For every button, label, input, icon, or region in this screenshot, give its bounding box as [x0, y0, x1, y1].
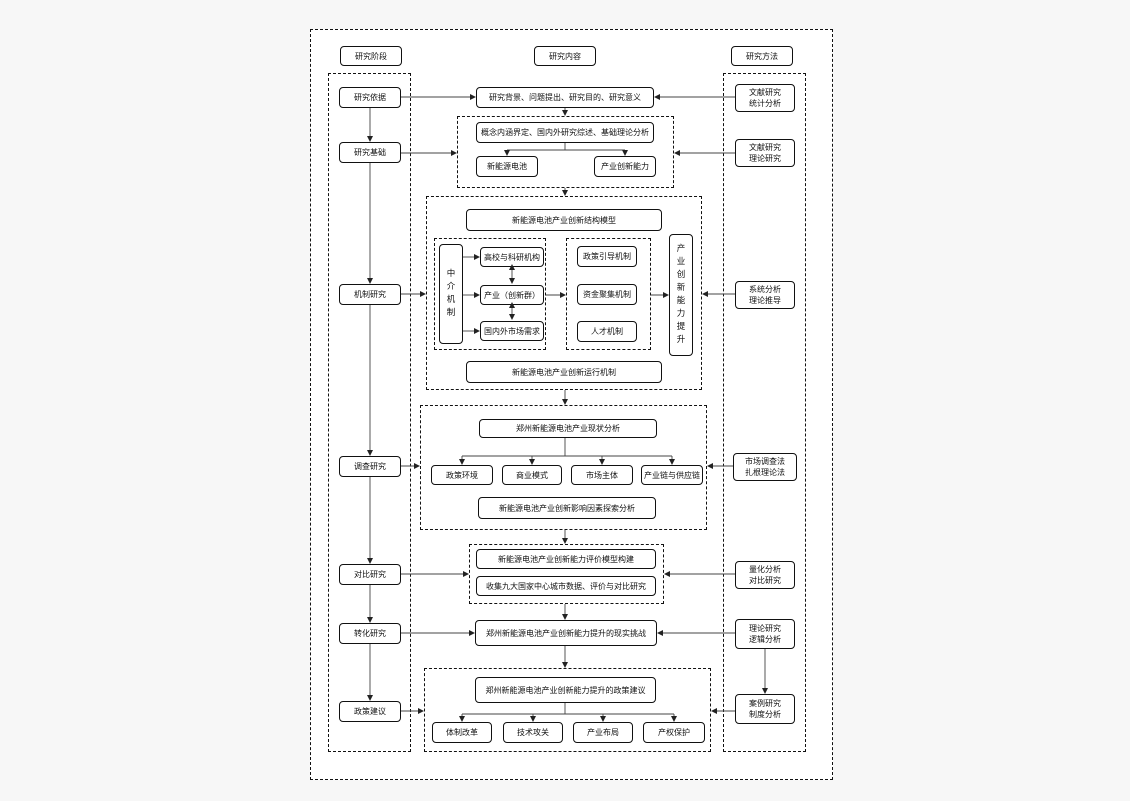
method-case-institution: 案例研究 制度分析 [735, 694, 795, 724]
market-demand-box: 国内外市场需求 [480, 321, 544, 341]
operation-box: 新能源电池产业创新运行机制 [466, 361, 662, 383]
stage-policy: 政策建议 [339, 701, 401, 722]
stage-basis: 研究依据 [339, 87, 401, 108]
tech-box: 技术攻关 [503, 722, 563, 743]
supply-chain-box: 产业链与供应链 [641, 465, 703, 485]
status-box: 郑州新能源电池产业现状分析 [479, 419, 657, 438]
nine-cities-box: 收集九大国家中心城市数据、评价与对比研究 [476, 576, 656, 596]
policy-advice-box: 郑州新能源电池产业创新能力提升的政策建议 [475, 677, 656, 703]
intermediary-box: 中 介 机 制 [439, 244, 463, 344]
header-stage: 研究阶段 [340, 46, 402, 66]
capital-box: 资金聚集机制 [577, 284, 637, 305]
stage-column [328, 73, 411, 752]
universities-box: 高校与科研机构 [480, 247, 544, 267]
foundation-group [457, 116, 674, 188]
support-group [566, 238, 651, 350]
policy-guidance-box: 政策引导机制 [577, 246, 637, 267]
eval-model-box: 新能源电池产业创新能力评价模型构建 [476, 549, 656, 569]
capability-box: 产业创新能力 [594, 156, 656, 177]
capability-up-box: 产 业 创 新 能 力 提 升 [669, 234, 693, 356]
background-box: 研究背景、问题提出、研究目的、研究意义 [476, 87, 654, 108]
mechanism-group [426, 196, 702, 390]
policy-env-box: 政策环境 [431, 465, 493, 485]
battery-box: 新能源电池 [476, 156, 538, 177]
method-literature-statistics: 文献研究 统计分析 [735, 84, 795, 112]
market-subject-box: 市场主体 [571, 465, 633, 485]
industry-cluster-box: 产业（创新群） [480, 285, 544, 305]
policy-group [424, 668, 711, 752]
reform-box: 体制改革 [432, 722, 492, 743]
comparison-group [469, 544, 664, 604]
structure-model-box: 新能源电池产业创新结构模型 [466, 209, 662, 231]
factors-box: 新能源电池产业创新影响因素探索分析 [478, 497, 656, 519]
talent-box: 人才机制 [577, 321, 637, 342]
cluster-group [434, 238, 546, 350]
stage-mechanism: 机制研究 [339, 284, 401, 305]
survey-group [420, 405, 707, 530]
business-model-box: 商业模式 [502, 465, 562, 485]
concept-box: 概念内涵界定、国内外研究综述、基础理论分析 [476, 122, 654, 143]
ip-box: 产权保护 [643, 722, 705, 743]
method-literature-theory: 文献研究 理论研究 [735, 139, 795, 167]
header-method: 研究方法 [731, 46, 793, 66]
method-quantitative: 量化分析 对比研究 [735, 561, 795, 589]
method-theory-logic: 理论研究 逻辑分析 [735, 619, 795, 649]
challenges-box: 郑州新能源电池产业创新能力提升的现实挑战 [475, 620, 657, 646]
stage-transformation: 转化研究 [339, 623, 401, 644]
stage-foundation: 研究基础 [339, 142, 401, 163]
stage-survey: 调查研究 [339, 456, 401, 477]
method-column [723, 73, 806, 752]
header-content: 研究内容 [534, 46, 596, 66]
stage-comparison: 对比研究 [339, 564, 401, 585]
layout-box: 产业布局 [573, 722, 633, 743]
method-system-analysis: 系统分析 理论推导 [735, 281, 795, 309]
method-market-survey: 市场调查法 扎根理论法 [733, 453, 797, 481]
